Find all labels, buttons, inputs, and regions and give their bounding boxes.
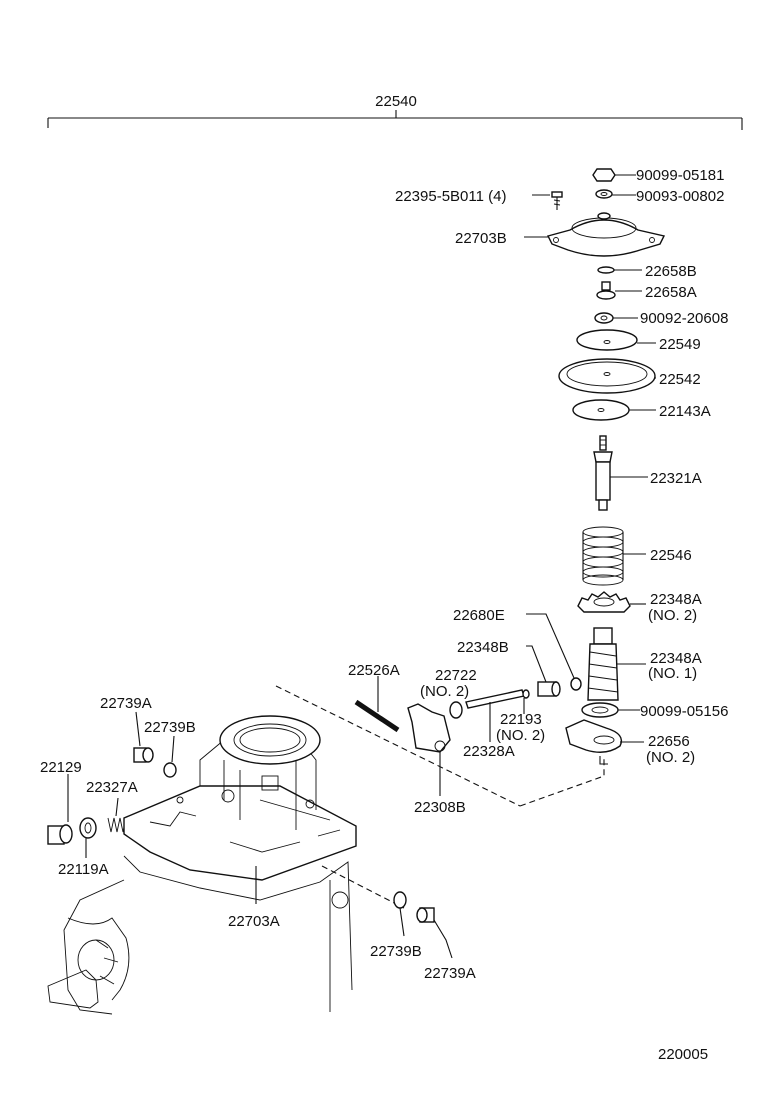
oring-22680e[interactable] <box>526 613 582 691</box>
figure-code: 220005 <box>658 1046 708 1063</box>
spring-22546[interactable] <box>582 526 646 586</box>
plate-22549[interactable] <box>576 329 656 351</box>
assembly-bracket: 22540 <box>47 93 743 130</box>
label-22739b-top[interactable]: 22739B <box>144 719 196 736</box>
label-22542[interactable]: 22542 <box>659 371 701 388</box>
lever-22308b[interactable] <box>407 703 451 796</box>
label-22348a-no1-sub: (NO. 1) <box>648 665 697 682</box>
oring-22658b[interactable] <box>597 266 642 274</box>
assembly-leader-lower <box>321 865 405 909</box>
label-22328a[interactable]: 22328A <box>463 743 515 760</box>
label-90099-05181[interactable]: 90099-05181 <box>636 167 724 184</box>
nut-90099-05181[interactable] <box>592 168 636 182</box>
washer-22722-no2[interactable] <box>449 701 463 719</box>
label-22722-sub: (NO. 2) <box>420 683 469 700</box>
label-22193-sub: (NO. 2) <box>496 727 545 744</box>
label-22722[interactable]: 22722 <box>435 667 477 684</box>
label-22656-sub: (NO. 2) <box>646 749 695 766</box>
label-22739a-bottom[interactable]: 22739A <box>424 965 476 982</box>
label-22658b[interactable]: 22658B <box>645 263 697 280</box>
label-22703b[interactable]: 22703B <box>455 230 507 247</box>
assembly-number-label[interactable]: 22540 <box>375 93 417 110</box>
ring-22193-no2[interactable] <box>522 689 530 714</box>
washer-22739b-bottom[interactable] <box>393 891 407 937</box>
gear-22348a-no2[interactable] <box>577 591 646 613</box>
label-22546[interactable]: 22546 <box>650 547 692 564</box>
label-22739b-bottom[interactable]: 22739B <box>370 943 422 960</box>
screw-22395-5b011[interactable] <box>532 191 563 210</box>
shaft-22321a[interactable] <box>593 435 648 511</box>
label-22308b[interactable]: 22308B <box>414 799 466 816</box>
label-22656[interactable]: 22656 <box>648 733 690 750</box>
bolt-22658a[interactable] <box>596 281 642 300</box>
label-90092-20608[interactable]: 90092-20608 <box>640 310 728 327</box>
label-22348b[interactable]: 22348B <box>457 639 509 656</box>
label-22680e[interactable]: 22680E <box>453 607 505 624</box>
label-22119a[interactable]: 22119A <box>58 861 109 878</box>
label-22321a[interactable]: 22321A <box>650 470 702 487</box>
bolt-22129[interactable] <box>47 774 73 845</box>
pin-22526a[interactable] <box>354 676 400 733</box>
cover-22703b[interactable] <box>524 212 666 257</box>
gasket-22119a[interactable] <box>79 817 97 858</box>
label-22193[interactable]: 22193 <box>500 711 542 728</box>
pump-body <box>47 855 353 1015</box>
washer-90093-00802[interactable] <box>595 189 636 199</box>
label-22703a[interactable]: 22703A <box>228 913 280 930</box>
plug-22739a-top[interactable] <box>133 711 154 763</box>
plug-22739a-bottom[interactable] <box>416 907 453 959</box>
label-22348a-no1[interactable]: 22348A <box>650 650 702 667</box>
assembly-leader-left <box>275 685 521 807</box>
nut-90099-05156[interactable] <box>581 702 640 718</box>
label-22348a-no2-sub: (NO. 2) <box>648 607 697 624</box>
label-22348a-no2[interactable]: 22348A <box>650 591 702 608</box>
label-22658a[interactable]: 22658A <box>645 284 697 301</box>
label-22143a[interactable]: 22143A <box>659 403 711 420</box>
label-90093-00802[interactable]: 90093-00802 <box>636 188 724 205</box>
assembly-leader-bottom <box>519 756 605 807</box>
spring-22327a[interactable] <box>107 797 127 833</box>
washer-22739b-top[interactable] <box>163 735 177 778</box>
label-22739a-top[interactable]: 22739A <box>100 695 152 712</box>
housing-22703a[interactable] <box>123 715 357 904</box>
label-22395-5b011[interactable]: 22395-5B011 (4) <box>395 188 506 205</box>
lever-22656-no2[interactable] <box>565 719 644 765</box>
bushing-22348b[interactable] <box>526 645 561 697</box>
label-22129[interactable]: 22129 <box>40 759 82 776</box>
diaphragm-22542[interactable] <box>558 358 656 394</box>
label-22549[interactable]: 22549 <box>659 336 701 353</box>
nut-90092-20608[interactable] <box>594 312 638 324</box>
label-90099-05156[interactable]: 90099-05156 <box>640 703 728 720</box>
label-22327a[interactable]: 22327A <box>86 779 138 796</box>
label-22526a[interactable]: 22526A <box>348 662 400 679</box>
plate-22143a[interactable] <box>572 399 656 421</box>
sleeve-22348a-no1[interactable] <box>587 627 646 701</box>
